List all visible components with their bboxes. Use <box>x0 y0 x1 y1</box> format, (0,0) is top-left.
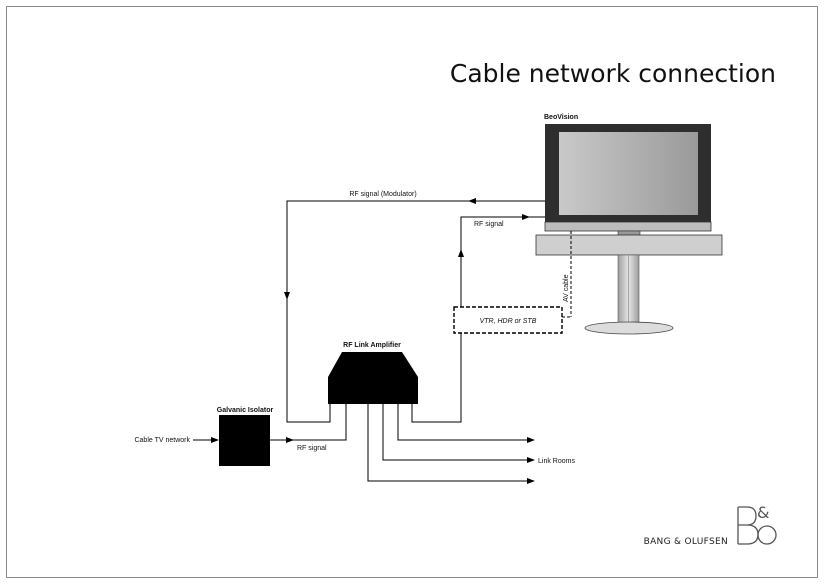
galvanic-isolator: Galvanic Isolator <box>217 407 274 466</box>
arrow-right-icon <box>522 214 530 220</box>
arrow-down-icon <box>284 292 290 300</box>
beovision-tv: BeoVision <box>535 114 723 335</box>
bang-olufsen-logo: & BANG & OLUFSEN <box>644 503 777 547</box>
arrow-right-icon <box>211 437 219 443</box>
brand-name: BANG & OLUFSEN <box>644 537 728 547</box>
arrow-right-icon <box>286 437 294 443</box>
arrow-right-icon <box>527 437 535 443</box>
rf-signal-modulator-label: RF signal (Modulator) <box>349 191 416 198</box>
av-cable: AV cable <box>562 231 572 318</box>
arrow-right-icon <box>527 457 535 463</box>
rf-signal-top-label: RF signal <box>474 221 504 228</box>
amplifier-body <box>328 352 418 404</box>
cable-tv-input: Cable TV network <box>134 437 219 444</box>
rf-modulator-path: RF signal (Modulator) <box>284 191 545 423</box>
cable-tv-network-label: Cable TV network <box>134 437 190 444</box>
page-title: Cable network connection <box>450 59 776 88</box>
galvanic-isolator-label: Galvanic Isolator <box>217 407 274 414</box>
rf-signal-up-path: RF signal <box>411 214 545 423</box>
page-frame <box>6 6 818 578</box>
link-room-outputs: Link Rooms <box>367 404 575 484</box>
arrow-right-icon <box>527 478 535 484</box>
tv-screen <box>559 132 698 215</box>
rf-link-amplifier: RF Link Amplifier <box>328 342 418 404</box>
rf-link-amplifier-label: RF Link Amplifier <box>343 342 401 349</box>
arrow-up-icon <box>458 249 464 257</box>
link-rooms-label: Link Rooms <box>538 458 575 465</box>
tv-neck <box>617 230 641 236</box>
rf-signal-isolator-path: RF signal <box>270 404 347 452</box>
tv-bottom-bar <box>544 221 712 232</box>
arrow-left-icon <box>468 198 476 204</box>
tv-stand-base <box>584 321 674 335</box>
isolator-body <box>219 415 270 466</box>
rf-signal-bottom-label: RF signal <box>297 445 327 452</box>
av-cable-label: AV cable <box>563 274 570 302</box>
vtr-box-label: VTR, HDR or STB <box>480 318 537 325</box>
beovision-label: BeoVision <box>544 114 578 121</box>
tv-soundbar <box>535 234 723 256</box>
vtr-hdr-stb-box: VTR, HDR or STB <box>453 306 563 334</box>
svg-text:&: & <box>757 503 769 522</box>
